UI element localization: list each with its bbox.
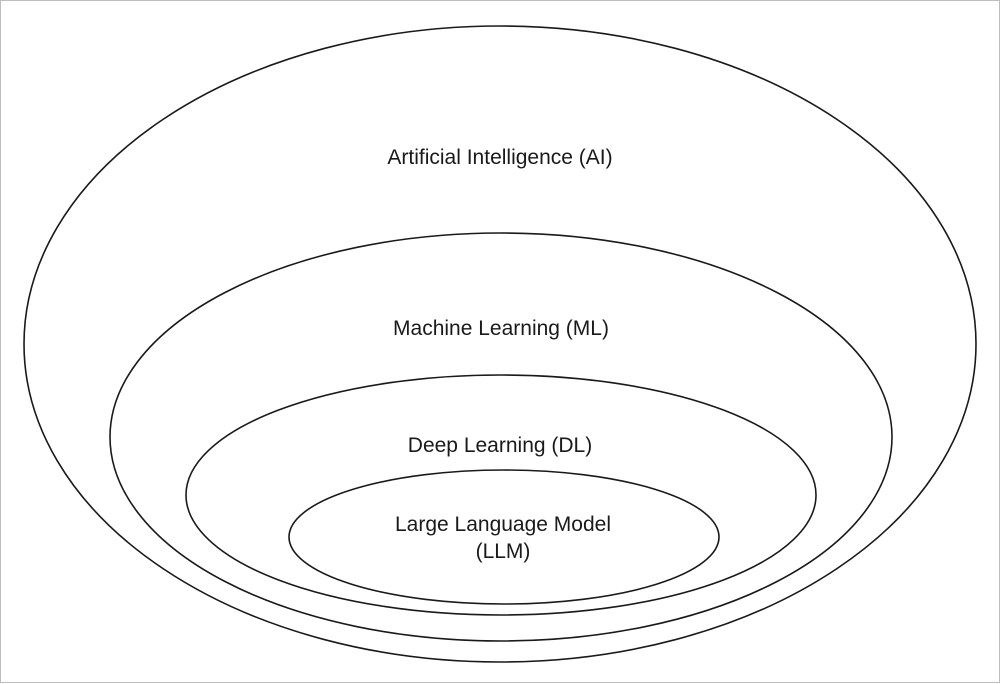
llm-ellipse <box>288 469 720 605</box>
ml-label: Machine Learning (ML) <box>393 317 609 340</box>
ml-ellipse <box>109 232 893 642</box>
dl-ellipse <box>185 374 817 616</box>
ai-ellipse <box>23 25 977 663</box>
llm-label-line1: Large Language Model <box>395 513 611 536</box>
ai-label: Artificial Intelligence (AI) <box>387 146 612 169</box>
llm-label-line2: (LLM) <box>476 540 531 563</box>
dl-label: Deep Learning (DL) <box>408 434 592 457</box>
